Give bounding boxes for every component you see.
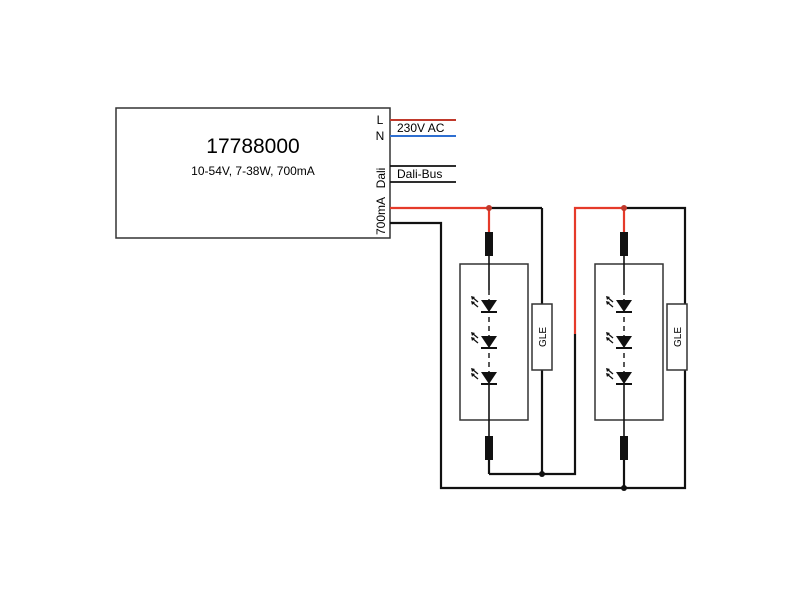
- led-triangle: [616, 300, 632, 312]
- emission-arrowhead: [606, 337, 610, 341]
- series-wire-black: [489, 334, 577, 476]
- driver-box: [115, 107, 391, 239]
- connector-bottom: [620, 436, 628, 460]
- emission-arrowhead: [606, 301, 610, 305]
- led-module-2: GLE: [594, 205, 688, 491]
- module-frame: [594, 263, 664, 421]
- junction-dot: [486, 205, 492, 211]
- led-icon: [606, 332, 632, 349]
- module-frame: [459, 263, 529, 421]
- emission-arrowhead: [606, 296, 610, 300]
- led-triangle: [481, 300, 497, 312]
- gle-component: [666, 303, 688, 371]
- bus-label: Dali-Bus: [397, 167, 442, 181]
- mains-label: 230V AC: [397, 121, 445, 135]
- emission-arrowhead: [471, 332, 475, 336]
- terminal-label-live: L: [377, 113, 384, 127]
- led-module-1: GLE: [459, 205, 553, 477]
- terminal-label-dali: Dali: [374, 168, 388, 189]
- led-triangle: [481, 336, 497, 348]
- led-triangle: [616, 372, 632, 384]
- gle-label: GLE: [538, 327, 549, 347]
- junction-dot: [621, 485, 627, 491]
- emission-arrowhead: [606, 368, 610, 372]
- gle-label: GLE: [673, 327, 684, 347]
- terminal-label-neutral: N: [376, 129, 385, 143]
- output-positive-wire: [390, 206, 491, 232]
- led-icon: [606, 368, 632, 385]
- junction-dot: [539, 471, 545, 477]
- output-negative-wire: [390, 206, 687, 490]
- driver-specs: 10-54V, 7-38W, 700mA: [191, 164, 315, 178]
- led-icon: [471, 368, 497, 385]
- led-chain: [606, 290, 632, 385]
- connector-bottom: [485, 436, 493, 460]
- series-wire-red: [573, 206, 626, 334]
- emission-arrowhead: [606, 373, 610, 377]
- led-chain: [471, 290, 497, 385]
- connector-top: [485, 232, 493, 256]
- emission-arrowhead: [606, 332, 610, 336]
- junction-dot: [621, 205, 627, 211]
- led-triangle: [616, 336, 632, 348]
- emission-arrowhead: [471, 301, 475, 305]
- emission-arrowhead: [471, 337, 475, 341]
- emission-arrowhead: [471, 373, 475, 377]
- driver-model: 17788000: [206, 135, 299, 158]
- led-triangle: [481, 372, 497, 384]
- gle-component: [531, 303, 553, 371]
- connector-top: [620, 232, 628, 256]
- emission-arrowhead: [471, 296, 475, 300]
- emission-arrowhead: [471, 368, 475, 372]
- led-icon: [471, 332, 497, 349]
- terminal-label-output: 700mA: [374, 197, 388, 235]
- led-icon: [606, 296, 632, 313]
- led-icon: [471, 296, 497, 313]
